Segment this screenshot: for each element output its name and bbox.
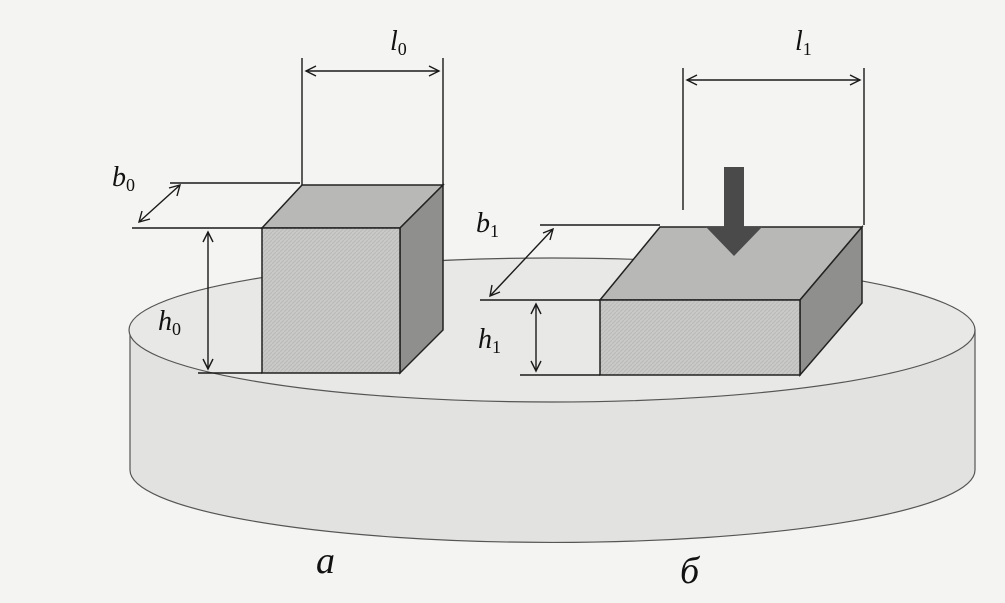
- cube-original: [260, 183, 445, 375]
- dimension-lines-compressed: [480, 68, 865, 376]
- caption-right: б: [680, 550, 701, 592]
- label-l1: l1: [795, 26, 812, 59]
- label-h0: h0: [158, 306, 181, 339]
- label-h1: h1: [478, 324, 501, 357]
- down-arrow-icon: [706, 167, 762, 256]
- label-b1: b1: [476, 208, 499, 241]
- dimension-lines-original: [132, 58, 444, 374]
- label-b0: b0: [112, 162, 135, 195]
- block-compressed: [598, 224, 864, 378]
- label-l0: l0: [390, 26, 407, 59]
- caption-left: а: [316, 540, 335, 582]
